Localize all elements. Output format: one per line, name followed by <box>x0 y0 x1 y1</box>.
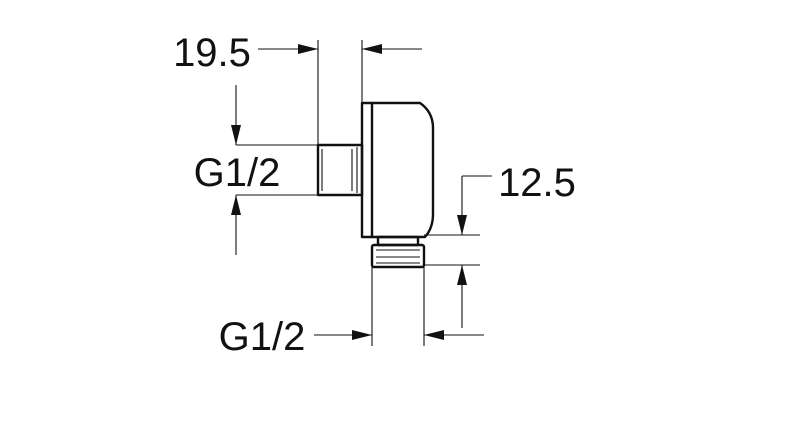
dimension-bottom-thread: G1/2 <box>219 267 484 359</box>
dimension-label-12-5: 12.5 <box>498 161 576 205</box>
dimension-label-19-5: 19.5 <box>173 31 251 75</box>
arrowhead <box>231 195 241 215</box>
dimension-top-width: 19.5 <box>173 31 422 145</box>
arrowhead <box>298 44 318 54</box>
dimension-label-bottom-g1-2: G1/2 <box>219 315 306 359</box>
dimension-left-thread: G1/2 <box>194 85 318 255</box>
left-thread-stub <box>316 143 364 197</box>
arrowhead <box>457 265 467 285</box>
wall-elbow-part <box>316 101 435 269</box>
dimension-right-offset: 12.5 <box>424 161 576 328</box>
arrowhead <box>352 330 372 340</box>
arrowhead <box>457 215 467 235</box>
arrowhead <box>231 125 241 145</box>
dimension-label-left-g1-2: G1/2 <box>194 151 281 195</box>
arrowhead <box>424 330 444 340</box>
arrowhead <box>362 44 382 54</box>
bottom-thread-outlet <box>370 235 426 269</box>
